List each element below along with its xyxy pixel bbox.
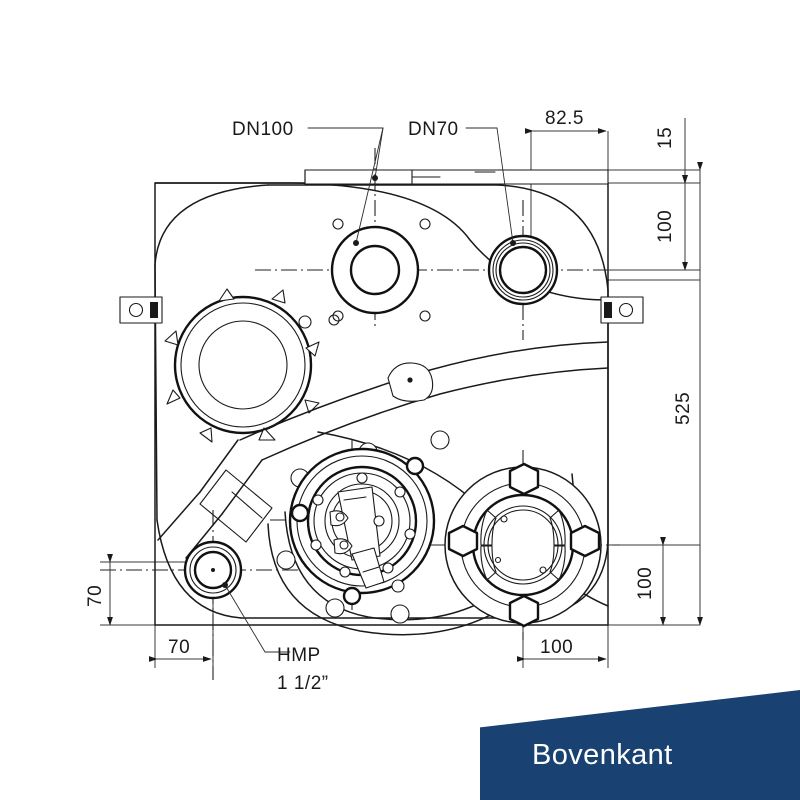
- lid-tabs: [164, 288, 320, 443]
- dim-70-left-text: 70: [85, 585, 106, 607]
- banner-label: Bovenkant: [532, 739, 673, 771]
- dim-100-bottom-text: 100: [540, 637, 573, 658]
- centerlines: [100, 148, 700, 680]
- top-flange-strip: [304, 169, 609, 185]
- dim-100-top: 100: [608, 174, 700, 271]
- dim-525: 525: [673, 161, 703, 626]
- dim-100-bottom-right: 100: [635, 536, 666, 626]
- dim-100-bottom: 100: [516, 637, 607, 662]
- dim-525-text: 525: [673, 392, 694, 425]
- dim-100-top-text: 100: [655, 210, 676, 243]
- dim-70-bottom-text: 70: [168, 637, 190, 658]
- right-valve-flange: [444, 462, 602, 628]
- dn100-flange: [330, 218, 431, 322]
- dim-70-bottom: 70: [148, 637, 212, 662]
- dn70-flange: [487, 234, 559, 306]
- dim-15-text: 15: [655, 127, 676, 149]
- leader-lines: [222, 127, 516, 653]
- label-dn100: DN100: [232, 119, 294, 140]
- bovenkant-banner: Bovenkant: [480, 690, 800, 800]
- dim-82-5-text: 82.5: [545, 108, 584, 129]
- inspection-lid: [164, 288, 340, 443]
- dim-15: 15: [655, 118, 688, 184]
- internal-shroud: [157, 341, 609, 607]
- central-drive-unit: [288, 447, 436, 606]
- right-mounting-lug: [600, 296, 644, 324]
- round-pad: [387, 362, 434, 402]
- hmp-port: [183, 540, 243, 600]
- label-dn70: DN70: [408, 119, 459, 140]
- left-mounting-lug: [119, 296, 163, 324]
- label-hmp: HMP: [277, 645, 321, 666]
- label-hmp-size: 1 1/2”: [277, 673, 329, 694]
- dim-82-5: 82.5: [524, 108, 607, 134]
- dim-70-left: 70: [85, 553, 113, 626]
- dim-100-bottom-right-text: 100: [635, 567, 656, 600]
